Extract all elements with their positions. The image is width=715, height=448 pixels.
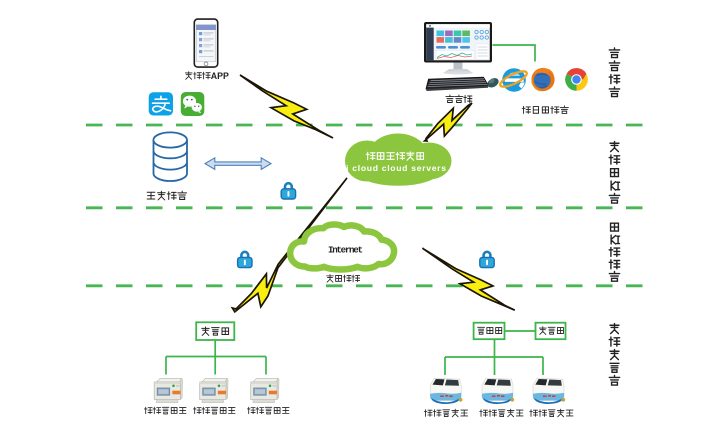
svg-text:Internet: Internet: [328, 245, 363, 256]
svg-text:APP: APP: [211, 71, 229, 81]
svg-text:li cloud cloud servers: li cloud cloud servers: [343, 163, 446, 173]
